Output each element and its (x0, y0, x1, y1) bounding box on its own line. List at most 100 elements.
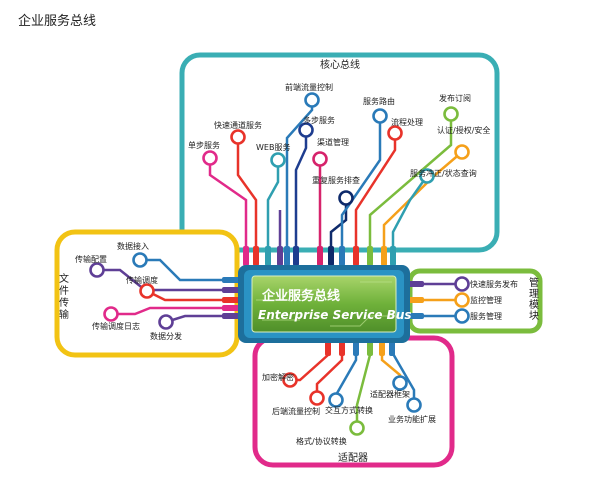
pin-icon (367, 246, 373, 266)
bus-title-en: Enterprise Service Bus (258, 308, 412, 322)
file-node: 传输调度 (126, 275, 158, 299)
bus-title-cn: 企业服务总线 (261, 288, 340, 304)
core-node: 前端流量控制 (285, 82, 333, 108)
chip-pins (222, 246, 424, 356)
node-ring-icon (309, 390, 325, 406)
pin-icon (339, 246, 345, 266)
adapter-node: 加密解密 (262, 372, 298, 388)
adapter-node: 适配器框架 (370, 375, 410, 399)
mgmt-node-label: 监控管理 (470, 295, 502, 305)
core-node: 流程处理 (387, 117, 423, 141)
adapter-panel (252, 335, 455, 468)
panel-label-char: 传 (59, 297, 69, 309)
node-ring-icon (443, 106, 459, 122)
core-panel-label: 核心总线 (320, 58, 360, 71)
pin-icon (367, 340, 373, 356)
core-node-label: 多步服务 (303, 115, 335, 125)
pin-icon (253, 246, 259, 266)
node-ring-icon (349, 420, 365, 436)
core-node-label: 重复服务排查 (312, 175, 360, 185)
pin-icon (243, 246, 249, 266)
adapter-node: 交互方式转换 (325, 392, 373, 415)
adapter-node: 后端流量控制 (272, 390, 325, 416)
service-nodes: 单步服务快速通道服务WEB服务前端流量控制多步服务渠道管理重复服务排查服务路由流… (75, 82, 518, 446)
pin-icon (222, 297, 242, 303)
pin-icon (379, 340, 385, 356)
pin-icon (222, 305, 242, 311)
file-node: 传输配置 (75, 254, 107, 278)
node-ring-icon (454, 144, 470, 160)
core-node-label: 服务路由 (363, 96, 395, 106)
core-node-label: 单步服务 (188, 140, 220, 150)
node-ring-icon (454, 276, 470, 292)
mgmt-node: 快速服务发布 (454, 276, 518, 292)
file-node-label: 数据分发 (150, 331, 182, 341)
page-title: 企业服务总线 (18, 14, 97, 29)
adapter-node: 格式/协议转换 (296, 420, 365, 446)
mgmt-node: 服务管理 (454, 308, 502, 324)
node-ring-icon (454, 308, 470, 324)
core-node-label: 流程处理 (391, 117, 423, 127)
mgmt-node: 监控管理 (454, 292, 502, 308)
pin-icon (389, 340, 395, 356)
core-node: WEB服务 (256, 142, 290, 168)
pin-icon (325, 340, 331, 356)
mgmt-node-label: 快速服务发布 (470, 279, 518, 289)
pin-icon (277, 246, 283, 266)
core-node: 服务冲正/状态查询 (410, 168, 477, 184)
core-node: 认证/授权/安全 (437, 125, 490, 160)
node-ring-icon (132, 252, 148, 268)
core-panel (179, 52, 500, 253)
core-node-label: 前端流量控制 (285, 82, 333, 92)
pin-icon (353, 246, 359, 266)
adapter-node-label: 适配器框架 (370, 389, 410, 399)
pin-icon (293, 246, 299, 266)
node-ring-icon (89, 262, 105, 278)
pin-icon (284, 246, 290, 266)
pin-icon (406, 281, 424, 287)
node-ring-icon (338, 190, 354, 206)
node-ring-icon (304, 92, 320, 108)
pin-icon (222, 287, 242, 293)
esb-chip: 企业服务总线 Enterprise Service Bus (238, 265, 412, 343)
core-line (236, 137, 258, 246)
node-ring-icon (454, 292, 470, 308)
core-node-label: 发布订阅 (439, 93, 471, 103)
pin-icon (381, 246, 387, 266)
file-node-label: 传输调度日志 (92, 321, 140, 331)
file-line (111, 306, 238, 316)
core-node-label: 渠道管理 (317, 137, 349, 147)
core-node: 多步服务 (298, 115, 335, 138)
node-ring-icon (419, 168, 435, 184)
node-ring-icon (372, 108, 388, 124)
panel-label-char: 文 (59, 272, 69, 285)
node-ring-icon (406, 397, 422, 413)
panel-label-char: 输 (59, 308, 69, 321)
core-line (208, 158, 248, 246)
mgmt-node-label: 服务管理 (470, 311, 502, 321)
pin-icon (390, 246, 396, 266)
core-node: 渠道管理 (312, 137, 349, 167)
node-ring-icon (387, 125, 403, 141)
adapter-node-label: 业务功能扩展 (388, 414, 436, 424)
pin-icon (317, 246, 323, 266)
adapter-node: 业务功能扩展 (388, 397, 436, 424)
node-ring-icon (298, 122, 314, 138)
node-ring-icon (270, 152, 286, 168)
panel-label-char: 件 (59, 285, 69, 297)
core-node-label: WEB服务 (256, 142, 290, 152)
pin-icon (222, 313, 242, 319)
file-node-label: 数据接入 (117, 241, 149, 251)
node-ring-icon (328, 392, 344, 408)
file-node: 传输调度日志 (92, 306, 140, 331)
node-ring-icon (139, 283, 155, 299)
panel-label-char: 块 (529, 310, 539, 322)
file-node-label: 传输配置 (75, 254, 107, 264)
node-ring-icon (312, 151, 328, 167)
file-node: 数据分发 (150, 314, 182, 341)
core-line (294, 130, 308, 246)
panel-label-char: 管 (529, 276, 539, 289)
